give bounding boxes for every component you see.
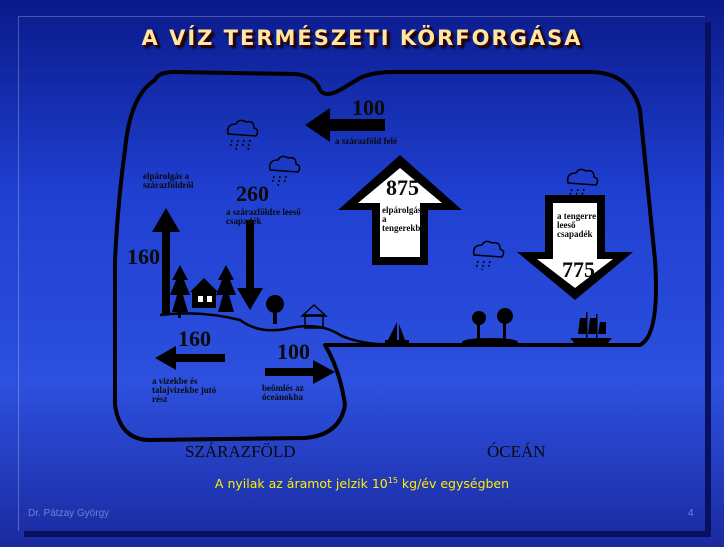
ground-line (159, 312, 401, 347)
flow-label-evap-ocean: elpárolgás a tengerekből (382, 205, 428, 233)
flow-label-to-land: a szárazföld felé (335, 136, 397, 146)
arrow-water-left (155, 346, 225, 370)
caption-unit: kg/év egységben (397, 476, 510, 492)
house-icon (190, 278, 218, 308)
sailboat-icon (385, 322, 409, 343)
house-icon (300, 303, 328, 329)
flow-value-water-left: 160 (178, 326, 211, 351)
tree-icon (266, 295, 284, 324)
flow-value-evap-ocean: 875 (386, 175, 419, 200)
flow-label-precip-land: a szárazföldre leeső csapadék (226, 207, 301, 226)
slide-title: A VÍZ TERMÉSZETI KÖRFORGÁSA (141, 26, 583, 50)
arrow-runoff (265, 360, 335, 384)
cloud-icon (268, 155, 301, 187)
cloud-icon (566, 168, 599, 197)
flow-value-to-land: 100 (352, 95, 385, 120)
caption-exponent: 15 (387, 476, 398, 485)
ship-icon (570, 312, 612, 345)
arrow-precip-land (237, 220, 263, 310)
flow-label-runoff: beömlés az óceánokba (262, 383, 304, 402)
flow-label-evap-land: elpárolgás a szárazföldről (143, 171, 194, 190)
slide-caption: A nyilak az áramot jelzik 1015 kg/év egy… (0, 476, 724, 491)
slide-frame (18, 16, 705, 531)
caption-text: A nyilak az áramot jelzik 10 (214, 476, 388, 492)
cloud-icon (226, 119, 259, 151)
flow-label-water-left: a vizekbe és talajvizekbe jutó rész (152, 376, 217, 404)
region-label-ocean: ÓCEÁN (487, 442, 546, 461)
tree-icon (216, 265, 236, 312)
flow-label-precip-ocean: a tengerre leeső csapadék (557, 211, 597, 239)
page-number: 4 (688, 508, 694, 519)
diagram-boundary (113, 70, 658, 442)
author-footer: Dr. Pátzay György (28, 508, 110, 519)
island-icon (462, 308, 518, 346)
flow-value-precip-ocean: 775 (562, 257, 595, 282)
region-label-land: SZÁRAZFÖLD (185, 442, 296, 461)
flow-value-runoff: 100 (277, 339, 310, 364)
cloud-icon (472, 240, 505, 271)
arrow-to-land (305, 108, 385, 142)
flow-value-precip-land: 260 (236, 181, 269, 206)
tree-icon (170, 265, 190, 318)
flow-value-evap-land: 160 (127, 244, 160, 269)
arrow-evap-land (152, 208, 180, 315)
